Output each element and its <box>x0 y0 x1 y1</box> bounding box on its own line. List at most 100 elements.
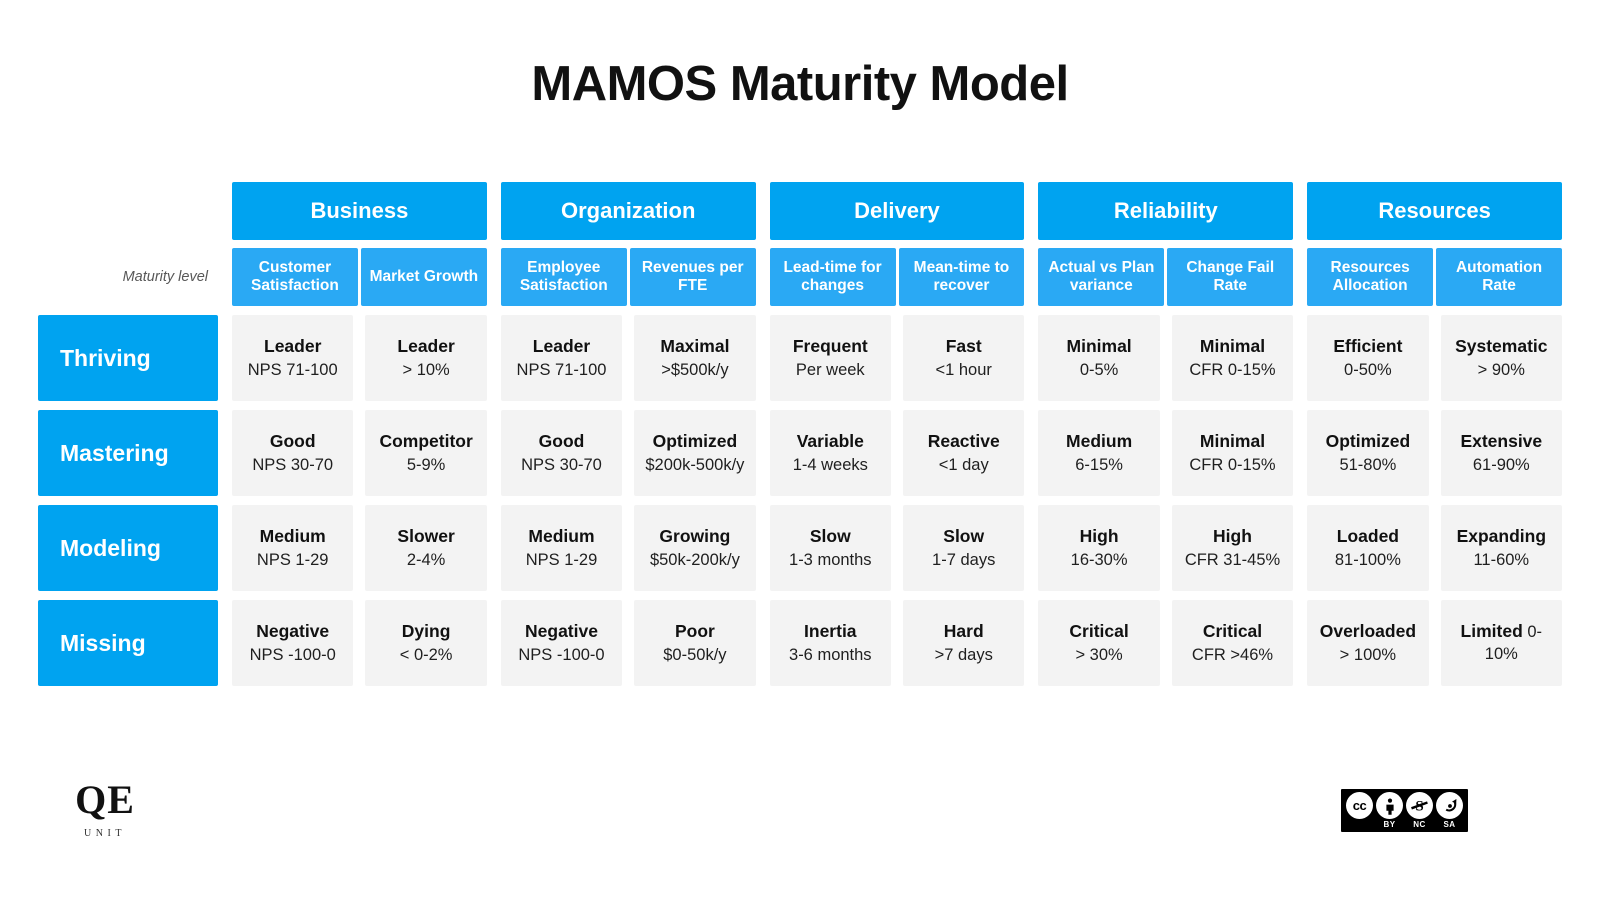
cell-subtitle: 0-5% <box>1079 360 1119 379</box>
cc-sa: SA <box>1436 792 1463 830</box>
cell-title: Leader <box>264 335 322 356</box>
cell-title: Medium <box>528 525 595 546</box>
metric-employee-satisfaction: Employee Satisfaction <box>500 248 627 306</box>
metric-pair-delivery: Lead-time for changes Mean-time to recov… <box>769 248 1025 306</box>
matrix-cell[interactable]: Hard>7 days <box>903 600 1025 686</box>
cell-title: Reactive <box>927 430 1000 451</box>
metric-pair-organization: Employee Satisfaction Revenues per FTE <box>500 248 756 306</box>
cell-subtitle: NPS -100-0 <box>518 645 605 664</box>
metric-lead-time-for-changes: Lead-time for changes <box>769 248 896 306</box>
cc-nc: S NC <box>1406 792 1433 830</box>
cell-subtitle: 0-50% <box>1344 360 1392 379</box>
cell-title: Extensive <box>1460 430 1543 451</box>
maturity-level-caption-cell: Maturity level <box>38 248 218 306</box>
group-header-delivery: Delivery <box>769 182 1025 240</box>
metric-header-row: Maturity level Customer Satisfaction Mar… <box>38 248 1562 306</box>
cell-subtitle: NPS 71-100 <box>516 360 607 379</box>
cc-logo-icon: cc <box>1346 792 1373 819</box>
cell-title: Dying <box>401 620 451 641</box>
cell-subtitle: 1-3 months <box>789 550 872 569</box>
metric-pair-resources: Resources Allocation Automation Rate <box>1307 248 1562 306</box>
cell-title: Growing <box>659 525 731 546</box>
cell-title: Competitor <box>379 430 473 451</box>
matrix-cell[interactable]: Dying < 0-2% <box>365 600 487 686</box>
metric-pair-reliability: Actual vs Plan variance Change Fail Rate <box>1038 248 1294 306</box>
matrix-cell[interactable]: Growing$50k-200k/y <box>634 505 756 591</box>
share-alike-icon <box>1436 792 1463 819</box>
cell-title: Maximal <box>660 335 730 356</box>
cell-title: Critical <box>1202 620 1263 641</box>
matrix-cell[interactable]: Overloaded > 100% <box>1307 600 1429 686</box>
maturity-level-modeling[interactable]: Modeling <box>38 505 218 591</box>
matrix-cell[interactable]: Fast<1 hour <box>903 315 1025 401</box>
qe-unit-logo: QE UNIT <box>68 780 142 840</box>
maturity-level-missing[interactable]: Missing <box>38 600 218 686</box>
cell-subtitle: 1-7 days <box>932 550 996 569</box>
cc-logo-text: cc <box>1352 798 1367 813</box>
maturity-level-mastering[interactable]: Mastering <box>38 410 218 496</box>
cell-title: Inertia <box>804 620 857 641</box>
maturity-level-thriving[interactable]: Thriving <box>38 315 218 401</box>
cc-mark: cc <box>1346 792 1373 830</box>
cell-title: Minimal <box>1199 430 1266 451</box>
cell-subtitle: $200k-500k/y <box>645 455 745 474</box>
matrix-cell[interactable]: Maximal>$500k/y <box>634 315 756 401</box>
matrix-cell[interactable]: Systematic> 90% <box>1440 315 1562 401</box>
cell-subtitle: > 100% <box>1339 645 1397 664</box>
cell-subtitle: CFR 0-15% <box>1189 360 1276 379</box>
cell-subtitle: 16-30% <box>1070 550 1128 569</box>
cell-title: Minimal <box>1199 335 1266 356</box>
matrix-cell[interactable]: Optimized$200k-500k/y <box>634 410 756 496</box>
matrix-cell[interactable]: Poor$0-50k/y <box>634 600 756 686</box>
matrix-cell[interactable]: Critical> 30% <box>1038 600 1160 686</box>
matrix-cell[interactable]: Leader> 10% <box>365 315 487 401</box>
cell-subtitle: < 0-2% <box>399 645 453 664</box>
cell-subtitle: CFR >46% <box>1191 645 1274 664</box>
cell-subtitle: <1 day <box>938 455 989 474</box>
cell-title: Systematic <box>1455 335 1548 356</box>
matrix-cell[interactable]: Limited 0-10% <box>1440 600 1562 686</box>
maturity-level-caption: Maturity level <box>122 269 208 285</box>
matrix-cell[interactable]: Reactive <1 day <box>903 410 1025 496</box>
group-header-reliability: Reliability <box>1038 182 1294 240</box>
cell-title: Overloaded <box>1319 620 1417 641</box>
